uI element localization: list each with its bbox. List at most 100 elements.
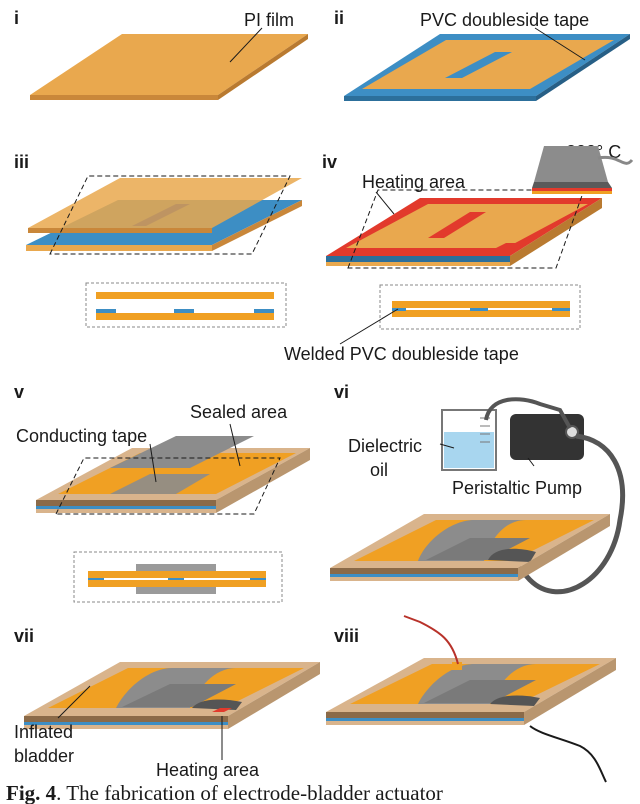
viii-tape-shade [424,680,536,703]
figure-caption: Fig. 4. The fabrication of electrode-bla… [6,781,443,804]
welded-leader [339,308,399,345]
conducting-leader [149,443,157,483]
pvc-edge-side [536,34,630,101]
cut-plane-v [55,457,281,515]
heated-inner-pi [346,204,588,248]
lower-pi-side [212,200,302,251]
cs-tape-3 [254,309,274,313]
pvc-tape-strip [445,52,512,78]
pump-leader [527,457,535,467]
cs4-tape-1 [392,308,406,311]
vi-edge-side [518,514,610,581]
heated-strip [428,212,486,238]
panel-viii-numeral: viii [334,626,359,646]
panel-ii: ii PVC doubleside tape [334,8,630,101]
panel-vi-numeral: vi [334,382,349,402]
dielectric-oil-label-2: oil [370,460,388,480]
heating-leader [375,191,395,215]
welded-tape-label: Welded PVC doubleside tape [284,344,519,364]
cs-tape-2 [174,309,194,313]
oil-leader [439,443,455,449]
cs4-bottom [392,310,570,317]
pi-film-edge-side [218,34,308,100]
red-wire-icon [403,615,459,665]
caption-text: Fig. 4. The fabrication of electrode-bla… [6,781,443,804]
panel-iv: iv Heating area 200° C Welded PVC double… [284,142,634,364]
v-edge-side [216,448,310,513]
cs-top-layer [96,292,274,299]
cross-section-iv [379,284,581,330]
cs4-tape-3 [552,308,570,311]
inflated-bladder-label-2: bladder [14,746,74,766]
cross-section-v [73,551,283,603]
panel-v-numeral: v [14,382,24,402]
cross-section-iii [85,282,287,328]
iv-edge-pi [326,262,510,266]
cs5-tape-1 [88,578,104,580]
cs-tape-1 [96,309,116,313]
lower-pi-edge [26,245,212,251]
panel-iii: iii [14,152,302,328]
viii-top-tab [452,662,462,670]
top-strip-ghost [132,204,190,226]
pvc-tape-label: PVC doubleside tape [420,10,589,30]
top-pi-film [28,178,302,228]
heat-iron-icon [532,146,634,194]
vii-edge-bottom [24,725,228,729]
pi-film-edge [30,95,218,100]
vii-heating-spot [212,708,232,712]
pvc-pi-inner [362,40,614,89]
pump-port-icon [565,425,579,439]
heating-area-label: Heating area [362,172,466,192]
peristaltic-pump-icon [510,414,584,460]
cs4-tape-2 [470,308,488,311]
v-edge [36,500,216,506]
pvc-leader [534,27,586,61]
v-conducting-tape-front [110,474,210,494]
v-edge-bottom [36,509,216,513]
pi-film-leader [229,27,263,63]
pi-film-label: PI film [244,10,294,30]
viii-edge-side [524,658,616,725]
iv-edge-blue [326,256,510,262]
panel-v: v Conducting tape Sealed area [14,382,310,603]
caption-body: . The fabrication of electrode-bladder a… [56,781,443,804]
vii-edge-side [228,662,320,729]
cs5-top [88,571,266,578]
panel-vii-numeral: vii [14,626,34,646]
panel-ii-numeral: ii [334,8,344,28]
v-conducting-tape [110,436,254,468]
top-pi-edge [28,228,212,233]
panel-i-numeral: i [14,8,19,28]
v-edge-blue [36,506,216,509]
vi-nozzle [488,548,536,562]
cs5-tape-top [136,564,216,571]
vi-edge [330,568,518,574]
panel-viii: viii [326,615,616,783]
bladder-leader [57,685,91,719]
heated-gap [496,243,520,248]
viii-edge-bottom [326,721,524,725]
cs-bottom-layer [96,313,274,320]
sealed-area-label: Sealed area [190,402,288,422]
vii-edge-blue [24,722,228,725]
vi-edge-bottom [330,577,518,581]
cut-plane-iii [49,175,291,255]
dielectric-oil-label-1: Dielectric [348,436,422,456]
viii-nozzle [490,695,540,706]
vi-edge-blue [330,574,518,577]
panel-vi: vi Dielectric oil Peristaltic Pump [330,382,626,595]
conducting-tape-label: Conducting tape [16,426,147,446]
peristaltic-pump-label: Peristaltic Pump [452,478,582,498]
vii-nozzle [192,699,242,710]
caption-prefix: Fig. 4 [6,781,57,804]
panel-iii-numeral: iii [14,152,29,172]
vii-tape-shade [122,684,236,707]
cs5-bottom [88,580,266,587]
sealed-leader [229,423,241,467]
pvc-edge [344,96,536,101]
cs5-tape-bottom [136,587,216,594]
panel-iv-numeral: iv [322,152,337,172]
vii-heating-area-label: Heating area [156,760,260,780]
